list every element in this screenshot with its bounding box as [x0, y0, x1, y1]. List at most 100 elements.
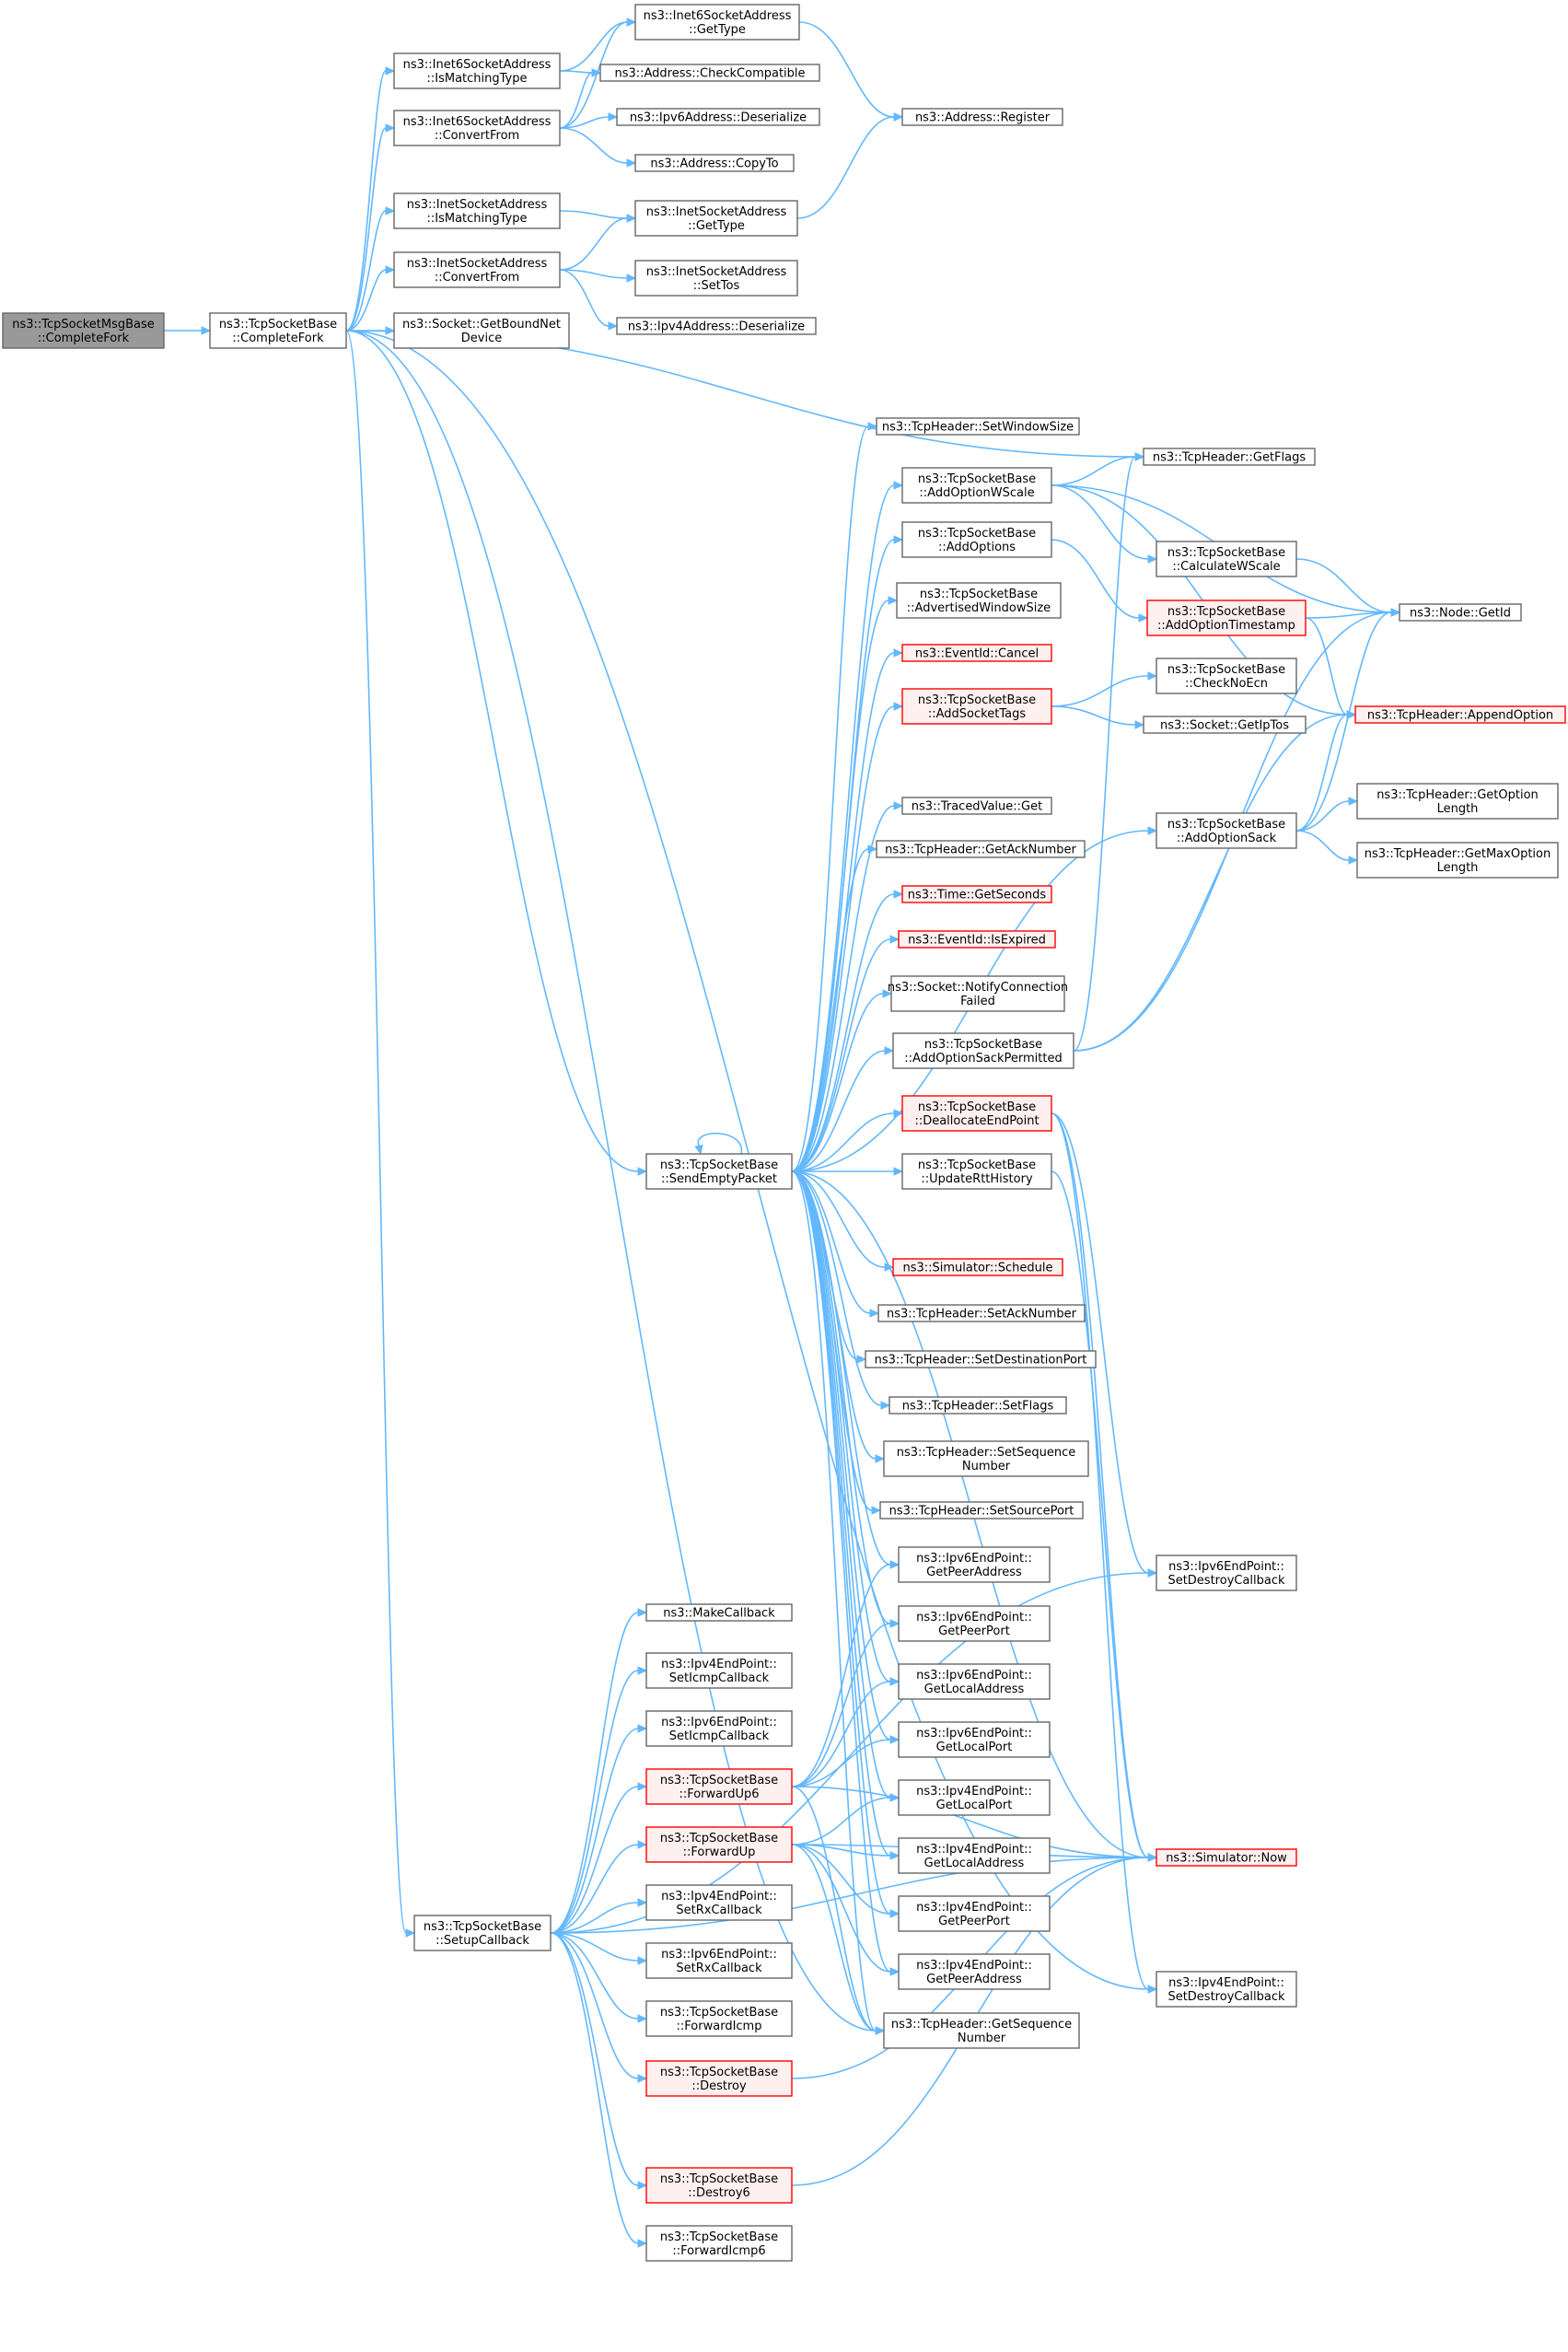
edge-line — [1295, 800, 1350, 832]
node-updrtt[interactable]: ns3::TcpSocketBase::UpdateRttHistory — [901, 1153, 1052, 1190]
node-simnow[interactable]: ns3::Simulator::Now — [1156, 1848, 1297, 1867]
node-fwdicmp6[interactable]: ns3::TcpSocketBase::ForwardIcmp6 — [645, 2225, 793, 2262]
node-sendempty[interactable]: ns3::TcpSocketBase::SendEmptyPacket — [645, 1153, 793, 1190]
node-imatch[interactable]: ns3::InetSocketAddress::IsMatchingType — [393, 192, 561, 229]
node-label: ::Destroy6 — [688, 2186, 750, 2200]
node-setupcb[interactable]: ns3::TcpSocketBase::SetupCallback — [413, 1915, 552, 1951]
node-v4setdestroy[interactable]: ns3::Ipv4EndPoint::SetDestroyCallback — [1156, 1971, 1297, 2008]
node-v6setrx[interactable]: ns3::Ipv6EndPoint::SetRxCallback — [645, 1942, 793, 1979]
node-getack[interactable]: ns3::TcpHeader::GetAckNumber — [876, 840, 1086, 858]
node-destroy[interactable]: ns3::TcpSocketBase::Destroy — [645, 2060, 793, 2097]
node-addsackperm[interactable]: ns3::TcpSocketBase::AddOptionSackPermitt… — [892, 1032, 1074, 1069]
node-addts[interactable]: ns3::TcpSocketBase::AddOptionTimestamp — [1146, 600, 1307, 636]
edge-line — [1051, 675, 1149, 707]
node-isexp[interactable]: ns3::EventId::IsExpired — [898, 930, 1056, 949]
node-register[interactable]: ns3::Address::Register — [901, 108, 1063, 126]
node-root[interactable]: ns3::TcpSocketMsgBase::CompleteFork — [2, 312, 165, 349]
node-advwin[interactable]: ns3::TcpSocketBase::AdvertisedWindowSize — [896, 582, 1062, 619]
node-fwdup[interactable]: ns3::TcpSocketBase::ForwardUp — [645, 1826, 793, 1863]
node-fwdup6[interactable]: ns3::TcpSocketBase::ForwardUp6 — [645, 1768, 793, 1805]
edge-sendempty-to-advwin — [791, 596, 899, 1172]
node-label: GetLocalAddress — [924, 1682, 1025, 1696]
node-addtags[interactable]: ns3::TcpSocketBase::AddSocketTags — [901, 688, 1052, 725]
node-label: ns3::TcpHeader::SetSequence — [897, 1446, 1076, 1460]
arrow-head — [1147, 671, 1158, 681]
arrow-head — [888, 596, 899, 605]
node-setwin[interactable]: ns3::TcpHeader::SetWindowSize — [876, 417, 1080, 436]
node-nodegetid[interactable]: ns3::Node::GetId — [1399, 603, 1522, 622]
node-dealloc[interactable]: ns3::TcpSocketBase::DeallocateEndPoint — [901, 1095, 1052, 1132]
node-ipv6deser[interactable]: ns3::Ipv6Address::Deserialize — [616, 108, 820, 126]
node-fwdicmp[interactable]: ns3::TcpSocketBase::ForwardIcmp — [645, 2000, 793, 2037]
arrow-head — [385, 66, 396, 76]
node-v6seticmp[interactable]: ns3::Ipv6EndPoint::SetIcmpCallback — [645, 1710, 793, 1747]
arrow-head — [893, 481, 904, 490]
node-copyto[interactable]: ns3::Address::CopyTo — [634, 154, 795, 172]
node-getsec[interactable]: ns3::Time::GetSeconds — [901, 885, 1052, 903]
node-i6match[interactable]: ns3::Inet6SocketAddress::IsMatchingType — [393, 52, 561, 89]
node-addwscale[interactable]: ns3::TcpSocketBase::AddOptionWScale — [901, 467, 1052, 504]
edge-addopts-to-addts — [1051, 539, 1149, 623]
node-v6peerport[interactable]: ns3::Ipv6EndPoint::GetPeerPort — [898, 1605, 1051, 1642]
arrow-head — [875, 1454, 886, 1463]
edge-sendempty-to-setwin — [791, 422, 878, 1172]
node-getiptos[interactable]: ns3::Socket::GetIpTos — [1143, 716, 1307, 734]
node-destroy6[interactable]: ns3::TcpSocketBase::Destroy6 — [645, 2167, 793, 2204]
node-cancel[interactable]: ns3::EventId::Cancel — [901, 644, 1052, 662]
node-v4peeraddr[interactable]: ns3::Ipv4EndPoint::GetPeerAddress — [898, 1953, 1051, 1990]
node-setdst[interactable]: ns3::TcpHeader::SetDestinationPort — [865, 1350, 1097, 1368]
node-checknoecn[interactable]: ns3::TcpSocketBase::CheckNoEcn — [1156, 658, 1297, 694]
edge-setupcb-to-makecb — [550, 1608, 648, 1934]
edge-setupcb-to-fwdicmp — [550, 1932, 648, 2023]
node-box — [901, 885, 1052, 903]
node-cf[interactable]: ns3::TcpSocketBase::CompleteFork — [209, 312, 347, 349]
node-itype[interactable]: ns3::InetSocketAddress::GetType — [634, 200, 798, 237]
node-calcws[interactable]: ns3::TcpSocketBase::CalculateWScale — [1156, 541, 1297, 577]
node-box — [645, 1153, 793, 1190]
node-addopts[interactable]: ns3::TcpSocketBase::AddOptions — [901, 521, 1052, 558]
node-box — [645, 2167, 793, 2204]
node-v4locaddr[interactable]: ns3::Ipv4EndPoint::GetLocalAddress — [898, 1837, 1051, 1874]
node-addsack[interactable]: ns3::TcpSocketBase::AddOptionSack — [1156, 812, 1297, 849]
node-tvget[interactable]: ns3::TracedValue::Get — [901, 797, 1052, 815]
node-label: ::SendEmptyPacket — [661, 1172, 777, 1186]
node-box — [898, 1546, 1051, 1583]
node-setflags[interactable]: ns3::TcpHeader::SetFlags — [889, 1396, 1067, 1415]
node-label: SetIcmpCallback — [669, 1729, 770, 1743]
node-checkcompat[interactable]: ns3::Address::CheckCompatible — [599, 64, 820, 82]
node-box — [1156, 541, 1297, 577]
node-v6locaddr[interactable]: ns3::Ipv6EndPoint::GetLocalAddress — [898, 1663, 1051, 1700]
node-v6locport[interactable]: ns3::Ipv6EndPoint::GetLocalPort — [898, 1721, 1051, 1758]
node-makecb[interactable]: ns3::MakeCallback — [645, 1603, 793, 1622]
arrow-head — [869, 1309, 880, 1318]
edge-line — [791, 1050, 886, 1172]
node-getflags[interactable]: ns3::TcpHeader::GetFlags — [1143, 448, 1316, 466]
node-label: ::GetType — [688, 219, 745, 233]
edge-sendempty-to-v6locaddr — [791, 1170, 900, 1686]
node-setack[interactable]: ns3::TcpHeader::SetAckNumber — [877, 1304, 1086, 1322]
node-label: ::GetType — [689, 23, 746, 37]
node-v6peeraddr[interactable]: ns3::Ipv6EndPoint::GetPeerAddress — [898, 1546, 1051, 1583]
node-settos[interactable]: ns3::InetSocketAddress::SetTos — [634, 260, 798, 297]
node-appendopt[interactable]: ns3::TcpHeader::AppendOption — [1354, 705, 1566, 724]
node-ipv4deser[interactable]: ns3::Ipv4Address::Deserialize — [616, 317, 817, 335]
node-v4setrx[interactable]: ns3::Ipv4EndPoint::SetRxCallback — [645, 1884, 793, 1921]
node-i6conv[interactable]: ns3::Inet6SocketAddress::ConvertFrom — [393, 110, 561, 146]
node-iconv[interactable]: ns3::InetSocketAddress::ConvertFrom — [393, 251, 561, 288]
node-v4locport[interactable]: ns3::Ipv4EndPoint::GetLocalPort — [898, 1779, 1051, 1816]
node-schedule[interactable]: ns3::Simulator::Schedule — [892, 1258, 1063, 1276]
arrow-head — [637, 1167, 648, 1176]
node-box — [901, 108, 1063, 126]
node-v4peerport[interactable]: ns3::Ipv4EndPoint::GetPeerPort — [898, 1895, 1051, 1932]
node-v6setdestroy[interactable]: ns3::Ipv6EndPoint::SetDestroyCallback — [1156, 1554, 1297, 1591]
node-v4seticmp[interactable]: ns3::Ipv4EndPoint::SetIcmpCallback — [645, 1652, 793, 1689]
arrow-head — [893, 702, 904, 711]
node-i6type[interactable]: ns3::Inet6SocketAddress::GetType — [634, 4, 800, 41]
node-setsrc[interactable]: ns3::TcpHeader::SetSourcePort — [879, 1501, 1084, 1519]
